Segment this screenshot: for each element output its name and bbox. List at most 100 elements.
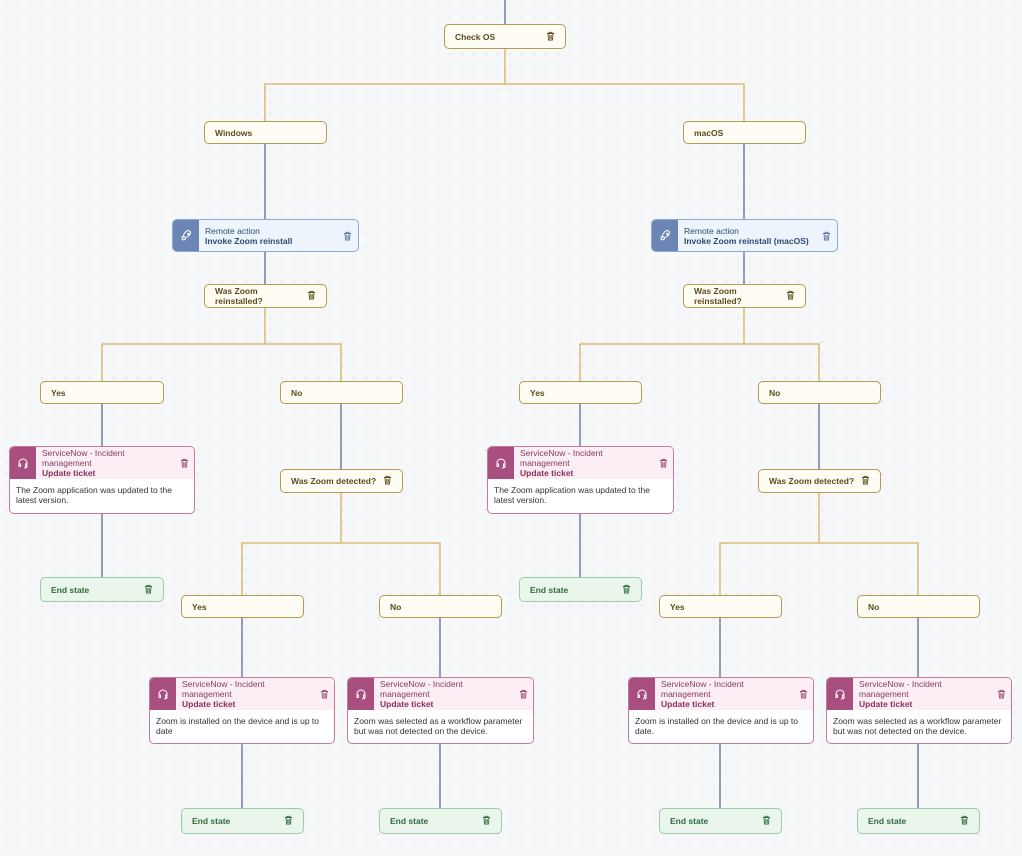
node-label: End state [670, 816, 709, 826]
branch-macos[interactable]: macOS [683, 121, 806, 144]
node-label: No [291, 387, 303, 398]
node-label: Windows [215, 127, 253, 138]
node-subtitle: ServiceNow - Incident management [182, 679, 265, 699]
node-body: Zoom was selected as a workflow paramete… [833, 716, 1002, 736]
rocket-icon [652, 220, 678, 251]
trash-icon[interactable] [519, 678, 533, 710]
edge-reinstalled-mac-split [579, 308, 820, 381]
node-body: Zoom is installed on the device and is u… [156, 716, 320, 736]
trash-icon[interactable] [180, 447, 194, 479]
node-body: Zoom is installed on the device and is u… [635, 716, 799, 736]
end-state-macos-2[interactable]: End state [659, 808, 782, 834]
node-title: Update ticket [380, 699, 434, 709]
node-title: Update ticket [42, 468, 96, 478]
node-label: End state [530, 584, 569, 595]
end-state-windows-3[interactable]: End state [379, 808, 502, 834]
node-label: Yes [51, 387, 66, 398]
node-subtitle: ServiceNow - Incident management [661, 679, 744, 699]
branch-no-windows-1[interactable]: No [280, 381, 403, 404]
node-label: Yes [670, 601, 685, 612]
headset-icon [348, 678, 374, 710]
node-label: Check OS [455, 31, 496, 42]
node-label: Yes [192, 601, 207, 612]
node-subtitle: ServiceNow - Incident management [380, 679, 463, 699]
trash-icon[interactable] [822, 220, 837, 251]
node-label: End state [868, 816, 907, 826]
servicenow-update-windows-3[interactable]: ServiceNow - Incident management Update … [347, 677, 534, 744]
condition-detected-windows[interactable]: Was Zoom detected? [280, 469, 403, 493]
trash-icon[interactable] [960, 815, 969, 827]
branch-no-macos-2[interactable]: No [857, 595, 980, 618]
end-state-windows-1[interactable]: End state [40, 577, 164, 602]
rocket-icon [173, 220, 199, 251]
headset-icon [10, 447, 36, 479]
node-label: No [390, 601, 402, 612]
condition-check-os[interactable]: Check OS [444, 24, 566, 49]
node-label: End state [51, 584, 90, 595]
headset-icon [827, 678, 853, 710]
node-title: Update ticket [520, 468, 574, 478]
node-label: Was Zoom reinstalled? [694, 286, 742, 306]
branch-windows[interactable]: Windows [204, 121, 327, 144]
trash-icon[interactable] [786, 290, 795, 302]
end-state-macos-1[interactable]: End state [519, 577, 642, 602]
branch-yes-windows-2[interactable]: Yes [181, 595, 304, 618]
branch-yes-macos-2[interactable]: Yes [659, 595, 782, 618]
node-label: No [868, 601, 880, 612]
condition-reinstalled-windows[interactable]: Was Zoom reinstalled? [204, 284, 327, 308]
branch-no-windows-2[interactable]: No [379, 595, 502, 618]
node-title: Invoke Zoom reinstall [205, 235, 293, 246]
node-body: The Zoom application was updated to the … [494, 485, 650, 505]
edge-detected-mac-split [719, 493, 919, 595]
trash-icon[interactable] [383, 475, 392, 487]
edge-reinstalled-win-split [101, 308, 342, 381]
remote-action-macos[interactable]: Remote action Invoke Zoom reinstall (mac… [651, 219, 838, 252]
end-state-macos-3[interactable]: End state [857, 808, 980, 834]
edge-detected-win-split [241, 493, 441, 595]
servicenow-update-macos-1[interactable]: ServiceNow - Incident management Update … [487, 446, 674, 514]
node-label: No [769, 387, 781, 398]
node-label: End state [192, 816, 231, 826]
node-body: The Zoom application was updated to the … [16, 485, 172, 505]
branch-no-macos-1[interactable]: No [758, 381, 881, 404]
node-label: macOS [694, 127, 724, 138]
node-label: Was Zoom reinstalled? [215, 286, 263, 306]
end-state-windows-2[interactable]: End state [181, 808, 304, 834]
node-title: Update ticket [661, 699, 715, 709]
trash-icon[interactable] [622, 584, 631, 596]
node-subtitle: ServiceNow - Incident management [859, 679, 942, 699]
node-title: Update ticket [859, 699, 913, 709]
trash-icon[interactable] [659, 447, 673, 479]
edge-check-os-split [264, 49, 745, 121]
servicenow-update-windows-1[interactable]: ServiceNow - Incident management Update … [9, 446, 195, 514]
trash-icon[interactable] [320, 678, 334, 710]
trash-icon[interactable] [343, 220, 358, 251]
node-label: Yes [530, 387, 545, 398]
trash-icon[interactable] [546, 31, 555, 43]
node-subtitle: Remote action [684, 225, 739, 236]
branch-yes-macos-1[interactable]: Yes [519, 381, 642, 404]
node-subtitle: ServiceNow - Incident management [520, 448, 603, 468]
headset-icon [629, 678, 655, 710]
trash-icon[interactable] [307, 290, 316, 302]
trash-icon[interactable] [284, 815, 293, 827]
node-subtitle: ServiceNow - Incident management [42, 448, 125, 468]
remote-action-windows[interactable]: Remote action Invoke Zoom reinstall [172, 219, 359, 252]
servicenow-update-macos-3[interactable]: ServiceNow - Incident management Update … [826, 677, 1012, 744]
trash-icon[interactable] [762, 815, 771, 827]
trash-icon[interactable] [861, 475, 870, 487]
trash-icon[interactable] [144, 584, 153, 596]
node-label: Was Zoom detected? [291, 476, 377, 486]
headset-icon [150, 678, 176, 710]
branch-yes-windows-1[interactable]: Yes [40, 381, 164, 404]
node-body: Zoom was selected as a workflow paramete… [354, 716, 523, 736]
servicenow-update-windows-2[interactable]: ServiceNow - Incident management Update … [149, 677, 335, 744]
servicenow-update-macos-2[interactable]: ServiceNow - Incident management Update … [628, 677, 814, 744]
condition-reinstalled-macos[interactable]: Was Zoom reinstalled? [683, 284, 806, 308]
trash-icon[interactable] [997, 678, 1011, 710]
trash-icon[interactable] [482, 815, 491, 827]
condition-detected-macos[interactable]: Was Zoom detected? [758, 469, 881, 493]
headset-icon [488, 447, 514, 479]
trash-icon[interactable] [799, 678, 813, 710]
